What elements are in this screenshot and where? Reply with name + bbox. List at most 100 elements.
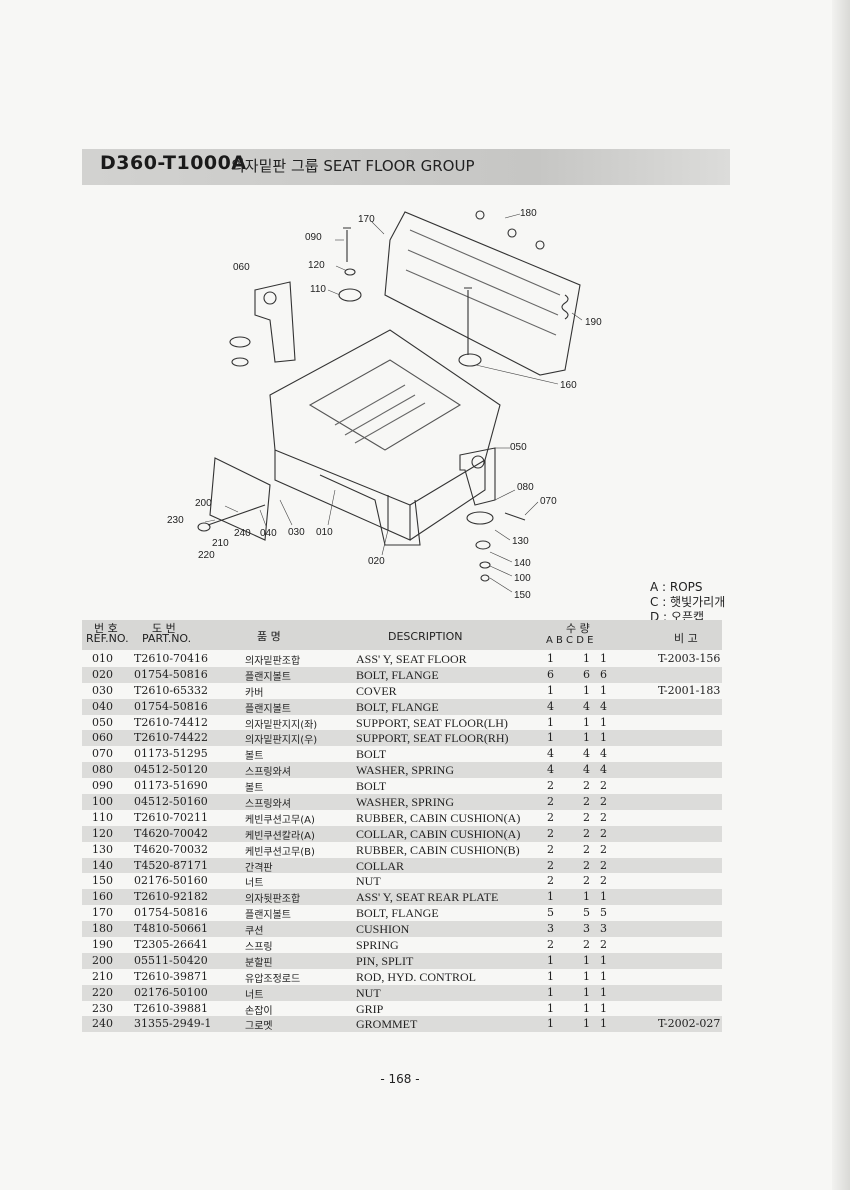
korean-name: 손잡이 [245, 1005, 273, 1017]
qty-a: 2 [547, 858, 554, 872]
qty-a: 2 [547, 795, 554, 809]
bolt-rear [464, 287, 472, 355]
korean-name: 스프링와셔 [245, 799, 291, 811]
header-description: DESCRIPTION [388, 630, 463, 643]
remark: T-2002-027 [658, 1017, 721, 1031]
korean-name: 플랜지볼트 [245, 910, 291, 922]
qty-a: 2 [547, 810, 554, 824]
cushion-rear [458, 353, 482, 367]
remark: T-2003-156 [658, 652, 721, 665]
callout-210: 210 [212, 538, 229, 549]
description: CUSHION [356, 922, 410, 937]
part-no: T4620-70042 [134, 826, 209, 840]
legend-a: A : ROPS [650, 580, 703, 594]
callout-170: 170 [358, 214, 375, 225]
leader-140 [489, 551, 513, 563]
qty-d: 2 [600, 938, 607, 952]
description: PIN, SPLIT [356, 953, 414, 968]
right-support-hole [471, 455, 485, 469]
qty-c: 2 [583, 858, 590, 872]
header-part-kor: 도 번 [152, 622, 176, 635]
callout-180: 180 [520, 208, 537, 219]
leader-070 [524, 501, 539, 516]
callout-100: 100 [514, 573, 531, 584]
page-number: - 168 - [380, 1072, 420, 1086]
ref-no: 180 [92, 922, 113, 936]
header-ref-kor: 번 호 [94, 622, 118, 635]
part-no: T2610-74412 [134, 715, 209, 729]
callout-150: 150 [514, 590, 531, 601]
ref-no: 160 [92, 890, 113, 904]
part-no: T2305-26641 [134, 938, 209, 952]
qty-c: 4 [583, 699, 590, 713]
callout-020: 020 [368, 556, 385, 567]
qty-d: 1 [600, 683, 607, 697]
callout-040: 040 [260, 528, 277, 539]
korean-name: 카버 [245, 687, 264, 699]
korean-name: 쿠션 [245, 926, 264, 938]
part-no: T4620-70032 [134, 842, 209, 856]
remark: T-2001-183 [658, 683, 721, 697]
description: WASHER, SPRING [356, 795, 455, 810]
ref-no: 110 [92, 810, 113, 824]
leader-230 [204, 519, 216, 523]
leader-120 [335, 265, 346, 271]
qty-c: 1 [583, 731, 590, 745]
qty-a: 3 [547, 922, 554, 936]
description: BOLT, FLANGE [356, 699, 439, 714]
qty-c: 1 [583, 953, 590, 967]
ref-no: 210 [92, 969, 113, 983]
qty-d: 1 [600, 652, 607, 665]
ref-no: 050 [92, 715, 113, 729]
callout-110: 110 [310, 284, 326, 295]
qty-a: 6 [547, 667, 554, 681]
floor-slots [334, 384, 426, 444]
part-no: 04512-50120 [134, 763, 208, 777]
part-no: 31355-2949-1 [134, 1017, 212, 1031]
ref-no: 030 [92, 683, 113, 697]
part-no: 02176-50160 [134, 874, 208, 888]
ref-no: 170 [92, 906, 113, 920]
callout-160: 160 [560, 380, 577, 391]
qty-d: 2 [600, 779, 607, 793]
description: SPRING [356, 938, 399, 953]
qty-d: 2 [600, 826, 607, 840]
korean-name: 유압조정로드 [245, 973, 301, 985]
group-code: D360-T1000A [100, 152, 247, 174]
korean-name: 케빈쿠션고무(A) [245, 814, 315, 826]
qty-d: 1 [600, 953, 607, 967]
cushion-mid-a [338, 288, 362, 302]
callout-190: 190 [585, 317, 602, 328]
qty-c: 2 [583, 795, 590, 809]
seat-floor-recess [308, 359, 462, 451]
leader-150 [489, 577, 513, 593]
callout-240: 240 [234, 528, 251, 539]
leader-040 [259, 509, 267, 527]
qty-c: 5 [583, 906, 590, 920]
qty-d: 1 [600, 985, 607, 999]
qty-a: 1 [547, 890, 554, 904]
ref-no: 070 [92, 747, 113, 761]
leader-200 [224, 505, 239, 513]
callout-030: 030 [288, 527, 305, 538]
qty-c: 2 [583, 842, 590, 856]
header-qty-columns: A B C D E [546, 635, 594, 646]
qty-a: 1 [547, 715, 554, 729]
leader-180 [504, 213, 521, 219]
korean-name: 의자뒷판조합 [245, 894, 301, 906]
callout-050: 050 [510, 442, 527, 453]
part-no: 01754-50816 [134, 699, 208, 713]
ref-no: 190 [92, 938, 113, 952]
korean-name: 케빈쿠션칼라(A) [245, 830, 315, 842]
part-no: 04512-50160 [134, 795, 208, 809]
ref-no: 240 [92, 1017, 113, 1031]
